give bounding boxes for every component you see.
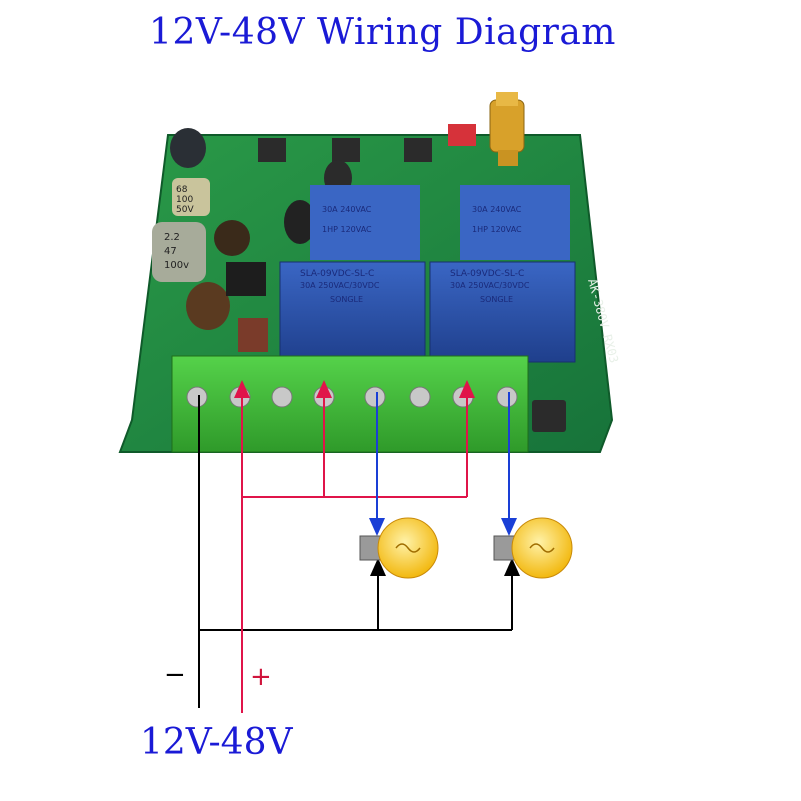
svg-text:2.2: 2.2 — [164, 232, 180, 243]
positive-wire — [234, 380, 475, 713]
svg-text:SONGLE: SONGLE — [330, 295, 363, 304]
negative-wire — [198, 395, 520, 708]
diagram-title: 12V-48V Wiring Diagram — [149, 12, 616, 53]
svg-text:30A 240VAC: 30A 240VAC — [472, 205, 522, 214]
svg-text:30A 250VAC/30VDC: 30A 250VAC/30VDC — [450, 281, 530, 290]
antenna-icon — [489, 92, 525, 166]
negative-terminal-label: − — [164, 660, 186, 690]
light-bulb-icon — [359, 517, 439, 579]
light-bulb-icon — [493, 517, 573, 579]
terminal-block — [171, 355, 529, 453]
supply-voltage-label: 12V-48V — [140, 722, 293, 763]
capacitors: 68 100 50V 2.2 47 100v — [152, 128, 352, 330]
svg-text:100: 100 — [176, 195, 193, 205]
svg-text:1HP 120VAC: 1HP 120VAC — [472, 225, 522, 234]
svg-text:30A 240VAC: 30A 240VAC — [322, 205, 372, 214]
svg-text:68: 68 — [176, 185, 188, 195]
svg-text:100v: 100v — [164, 260, 189, 271]
relay-1: 30A 240VAC 1HP 120VAC SLA-09VDC-SL-C 30A… — [279, 185, 426, 363]
load-wire — [369, 392, 517, 536]
svg-text:47: 47 — [164, 246, 177, 257]
svg-text:SLA-09VDC-SL-C: SLA-09VDC-SL-C — [300, 269, 374, 279]
tact-buttons — [258, 124, 476, 162]
relay-2: 30A 240VAC 1HP 120VAC SLA-09VDC-SL-C 30A… — [429, 185, 576, 363]
svg-text:1HP 120VAC: 1HP 120VAC — [322, 225, 372, 234]
positive-terminal-label: + — [250, 662, 272, 692]
svg-text:SLA-09VDC-SL-C: SLA-09VDC-SL-C — [450, 269, 524, 279]
svg-text:SONGLE: SONGLE — [480, 295, 513, 304]
svg-text:30A 250VAC/30VDC: 30A 250VAC/30VDC — [300, 281, 380, 290]
svg-text:50V: 50V — [176, 205, 194, 215]
